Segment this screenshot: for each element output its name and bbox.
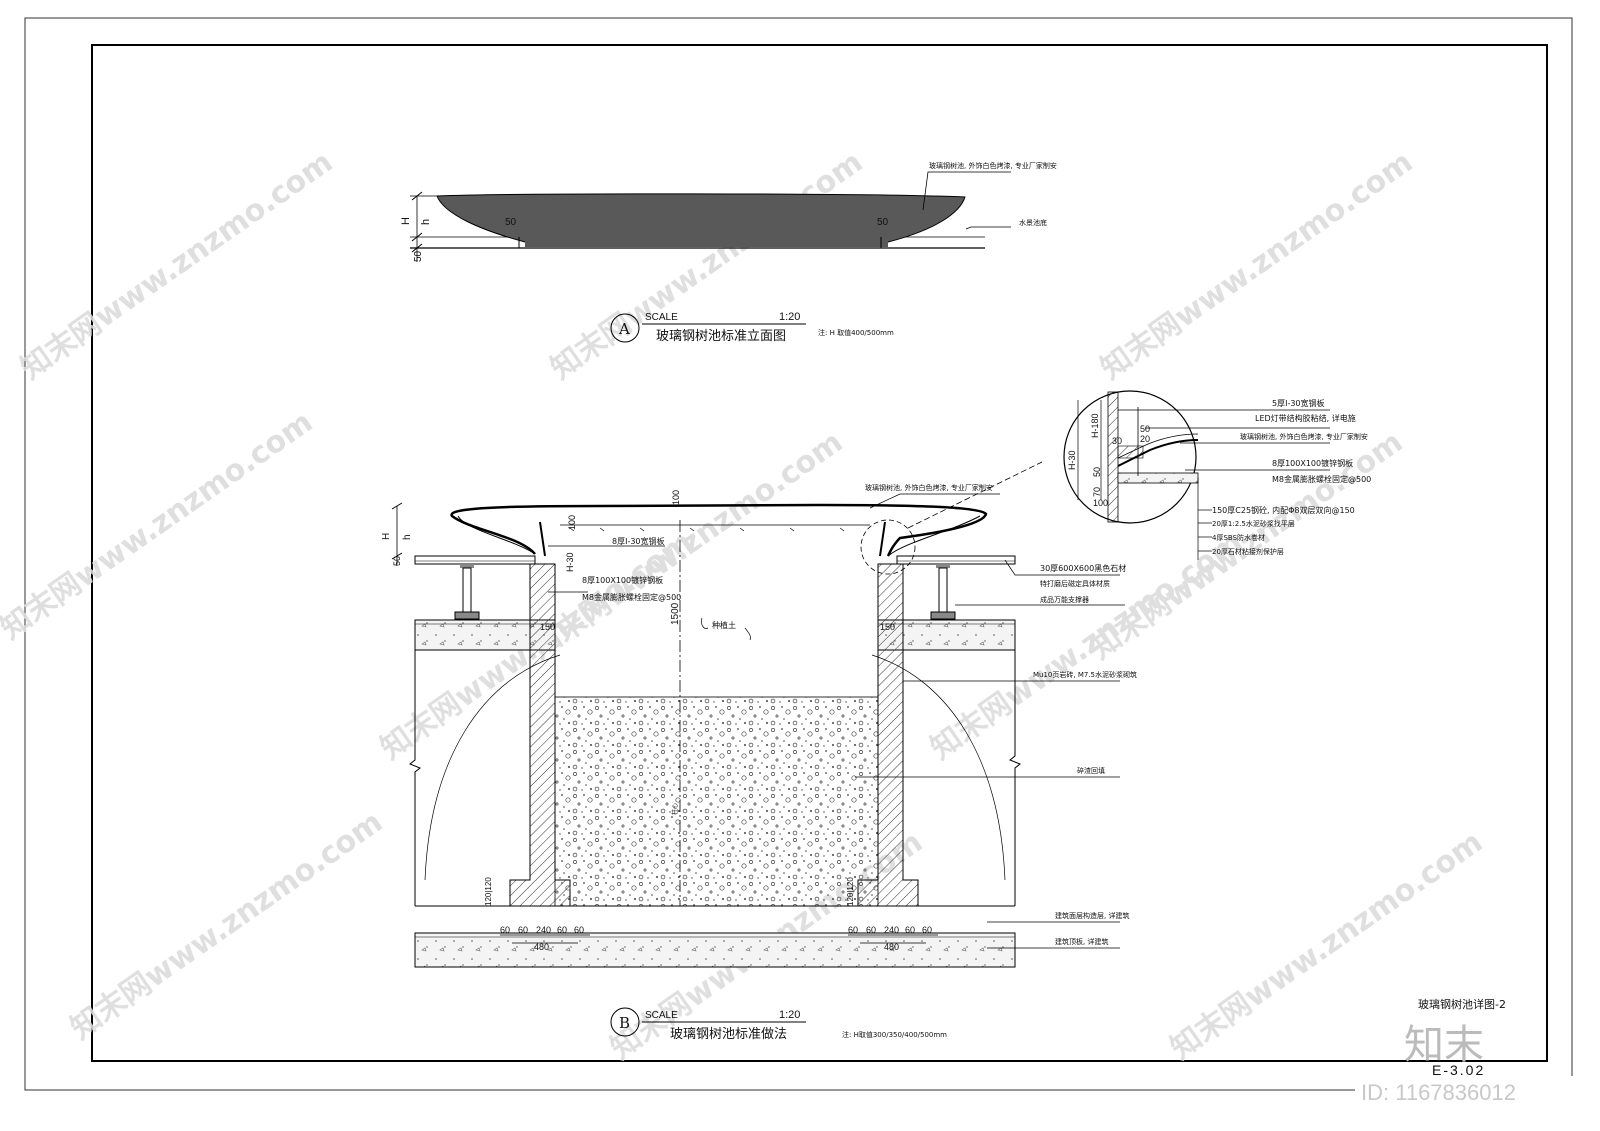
watermark-text: 知末网www.znzmo.com xyxy=(65,805,390,1047)
enl-dim-20: 20 xyxy=(1140,434,1150,444)
callout-b-left-galv-plate: 8厚100X100镀锌钢板 xyxy=(582,575,663,585)
callout-b-planter: 玻璃钢树池, 外饰白色烤漆, 专业厂家制安 xyxy=(865,483,993,492)
id-background xyxy=(1355,1076,1595,1106)
planter-shell-section xyxy=(450,503,988,557)
callout-b-stone-note: 特打磨后磁定具体材质 xyxy=(1040,579,1110,588)
detail-a-scale: 1:20 xyxy=(779,311,800,323)
center-label: 柱心 xyxy=(671,803,679,815)
callout-b-finish: 建筑面层构造层, 详建筑 xyxy=(1055,911,1129,920)
brand-logo: 知末 xyxy=(1404,1023,1484,1067)
footing-l-total: 480 xyxy=(534,942,549,952)
detail-a-title: A SCALE 1:20 玻璃钢树池标准立面图 注: H 取值400/500mm xyxy=(610,311,894,344)
enl-callout-0: 5厚I-30宽钢板 xyxy=(1272,398,1325,408)
dim-b-base: 50 xyxy=(392,556,402,566)
detail-b-title-text: 玻璃钢树池标准做法 xyxy=(670,1027,787,1042)
structural-slab xyxy=(414,932,1016,968)
pedestal-right xyxy=(930,564,956,620)
watermark-text: 知末网www.znzmo.com xyxy=(15,145,340,387)
detail-b-title: B SCALE 1:20 玻璃钢树池标准做法 注: H取值300/350/400… xyxy=(610,1007,947,1042)
callout-b-brick: Mu10页岩砖, M7.5水泥砂浆砌筑 xyxy=(1033,670,1137,679)
footing-r-total: 480 xyxy=(884,942,899,952)
dim-top: 100 xyxy=(671,490,681,505)
enl-callout-6: 20厚1:2.5水泥砂浆找平层 xyxy=(1212,519,1295,528)
callout-b-pedestal: 成品万能支撑器 xyxy=(1040,595,1089,604)
detail-b-note: 注: H取值300/350/400/500mm xyxy=(842,1030,947,1039)
detail-a-note: 注: H 取值400/500mm xyxy=(818,328,894,337)
footing-r-3: 60 xyxy=(905,925,915,935)
detail-b-marker: B xyxy=(619,1014,630,1032)
enl-callout-7: 4厚SBS防水卷材 xyxy=(1212,533,1265,542)
callout-b-left-bolt: M8金属膨胀螺栓固定@500 xyxy=(582,592,681,602)
watermark-layer: 知末网www.znzmo.com 知末网www.znzmo.com 知末网www… xyxy=(0,145,1489,1067)
dim-base: 50 xyxy=(413,250,424,262)
dim-b-H: H xyxy=(381,533,392,540)
dim-b-h30: H-30 xyxy=(565,552,575,572)
brand-id: ID: 1167836012 xyxy=(1361,1080,1516,1105)
footing-r-2: 240 xyxy=(884,925,899,935)
callout-a-planter: 玻璃钢树池, 外饰白色烤漆, 专业厂家制安 xyxy=(929,161,1057,170)
watermark-text: 知末网www.znzmo.com xyxy=(1095,145,1420,387)
watermark-text: 知末网www.znzmo.com xyxy=(0,405,319,647)
detail-a-elevation: H h 50 50 50 玻璃钢树池, 外饰白色烤漆, 专业厂家制安 水景池底 xyxy=(400,161,1057,262)
dim-lip-left: 50 xyxy=(505,217,517,228)
enl-dim-100: 100 xyxy=(1093,498,1108,508)
pedestal-left xyxy=(454,564,480,620)
planter-body xyxy=(436,193,966,243)
enl-dim-70: 70 xyxy=(1092,487,1102,497)
inner-frame xyxy=(91,44,1548,1062)
footing-r-4: 60 xyxy=(922,925,932,935)
enl-dim-30: 30 xyxy=(1112,436,1122,446)
dim-b-cap: 100 xyxy=(567,515,577,530)
footing-l-2: 240 xyxy=(536,925,551,935)
detail-b-scale-label: SCALE xyxy=(645,1010,678,1021)
enl-callout-3: 8厚100X100镀锌钢板 xyxy=(1272,458,1353,468)
footing-l-1: 60 xyxy=(518,925,528,935)
enlarged-circle xyxy=(1063,390,1197,524)
title-block: 玻璃钢树池详图-2 知末 E-3.02 ID: 1167836012 xyxy=(1355,997,1595,1106)
footing-r-1: 60 xyxy=(866,925,876,935)
dim-lip-right: 50 xyxy=(877,217,889,228)
detail-a-marker: A xyxy=(618,320,630,338)
dim-side-150-right: 150 xyxy=(880,622,895,632)
detail-reference-circle xyxy=(860,519,916,575)
dim-depth: 1500 xyxy=(670,602,681,625)
dim-side-150-left: 150 xyxy=(540,622,555,632)
enl-dim-h30: H-30 xyxy=(1067,450,1077,470)
dim-step-left: 120|120 xyxy=(484,877,493,906)
planter-base-strip xyxy=(525,240,888,247)
watermark-text: 知末网www.znzmo.com xyxy=(545,145,870,387)
enl-callout-2: 玻璃钢树池, 外饰白色烤漆, 专业厂家制安 xyxy=(1240,432,1368,441)
enlarged-detail: H-30 H-180 50 20 30 50 70 100 5厚I-30宽钢板 … xyxy=(1063,390,1371,560)
outer-frame xyxy=(24,17,1573,1091)
footing-r-0: 60 xyxy=(848,925,858,935)
sheet-number: E-3.02 xyxy=(1432,1062,1485,1078)
callout-b-roof-slab: 建筑顶板, 详建筑 xyxy=(1055,937,1108,946)
footing-l-0: 60 xyxy=(500,925,510,935)
detail-a-title-text: 玻璃钢树池标准立面图 xyxy=(656,329,786,344)
enl-dim-50: 50 xyxy=(1140,424,1150,434)
gravel-fill xyxy=(554,696,879,907)
callout-b-left-steel-plate: 8厚I-30宽钢板 xyxy=(612,536,665,546)
dim-step-right: 120|120 xyxy=(846,877,855,906)
enl-callout-4: M8金属膨胀螺栓固定@500 xyxy=(1272,474,1371,484)
soil-label: 种植土 xyxy=(712,620,736,630)
dim-h: h xyxy=(420,219,432,225)
callout-b-stone: 30厚600X600黑色石材 xyxy=(1040,563,1126,573)
enl-callout-5: 150厚C25钢砼, 内配Φ8双层双向@150 xyxy=(1212,505,1355,515)
callout-b-gravel: 碎渣回填 xyxy=(1077,766,1105,775)
dim-H: H xyxy=(400,217,412,225)
detail-b-scale: 1:20 xyxy=(779,1009,800,1021)
footing-l-3: 60 xyxy=(557,925,567,935)
detail-a-scale-label: SCALE xyxy=(645,312,678,323)
footing-l-4: 60 xyxy=(574,925,584,935)
enl-dim-50b: 50 xyxy=(1092,467,1102,477)
callout-a-pool-bottom: 水景池底 xyxy=(1019,218,1047,227)
sheet-title: 玻璃钢树池详图-2 xyxy=(1418,997,1506,1011)
enl-callout-1: LED灯带结构胶粘结, 详电施 xyxy=(1255,413,1356,423)
enl-dim-h180: H-180 xyxy=(1090,413,1100,438)
dim-b-h: h xyxy=(402,534,413,540)
enl-callout-8: 20厚石材粘接剂保护层 xyxy=(1212,547,1284,556)
detail-b-section: 100 1500 柱心 种植土 H h 50 100 H-30 150 150 … xyxy=(381,461,1137,968)
